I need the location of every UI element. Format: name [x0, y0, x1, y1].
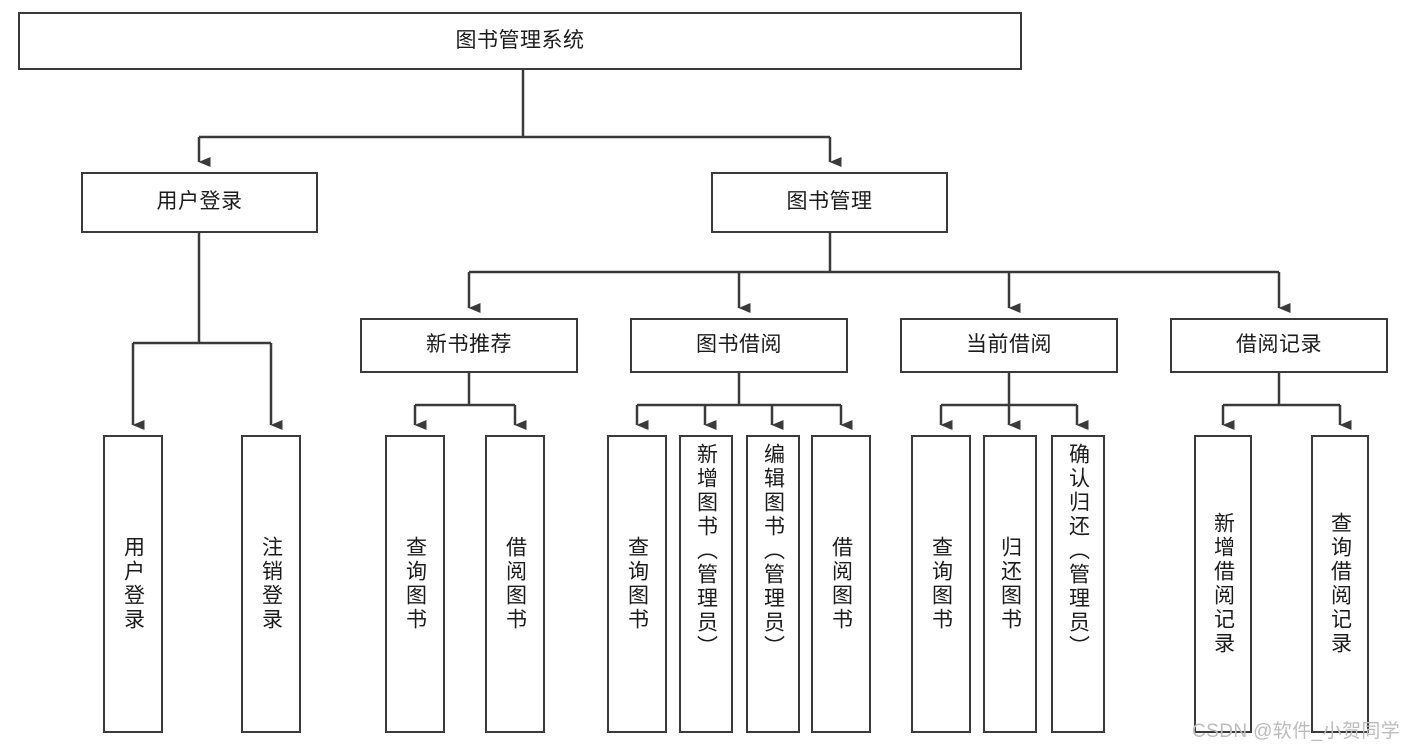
node-leaf-query-borrow-record[interactable]: 查询借阅记录 — [1311, 435, 1369, 733]
node-user-login-label: 用户登录 — [156, 190, 243, 214]
node-new-book-recommend[interactable]: 新书推荐 — [360, 318, 578, 373]
node-leaf-add-borrow-record[interactable]: 新增借阅记录 — [1194, 435, 1252, 733]
node-book-management-label: 图书管理 — [786, 190, 873, 214]
node-leaf-return-book-label: 归还图书 — [998, 536, 1022, 632]
node-leaf-borrow-book-1[interactable]: 借阅图书 — [485, 435, 545, 733]
node-leaf-query-book-2-label: 查询图书 — [625, 536, 649, 632]
node-leaf-return-book[interactable]: 归还图书 — [983, 435, 1037, 733]
node-leaf-user-login-label: 用户登录 — [121, 536, 145, 632]
node-leaf-query-book-2[interactable]: 查询图书 — [607, 435, 667, 733]
node-leaf-borrow-book-1-label: 借阅图书 — [503, 536, 527, 632]
node-leaf-confirm-return[interactable]: 确认归还（管理员） — [1051, 435, 1105, 733]
node-leaf-add-book[interactable]: 新增图书（管理员） — [679, 435, 733, 733]
node-current-borrow[interactable]: 当前借阅 — [900, 318, 1118, 373]
node-leaf-borrow-book-2[interactable]: 借阅图书 — [811, 435, 871, 733]
node-leaf-query-book-1-label: 查询图书 — [403, 536, 427, 632]
node-leaf-query-book-1[interactable]: 查询图书 — [385, 435, 445, 733]
node-borrow-record-label: 借阅记录 — [1236, 333, 1322, 357]
node-leaf-edit-book[interactable]: 编辑图书（管理员） — [746, 435, 800, 733]
node-leaf-borrow-book-2-label: 借阅图书 — [829, 536, 853, 632]
node-leaf-user-login[interactable]: 用户登录 — [103, 435, 163, 733]
node-leaf-query-book-3[interactable]: 查询图书 — [911, 435, 971, 733]
node-leaf-query-borrow-record-label: 查询借阅记录 — [1328, 512, 1352, 656]
node-leaf-add-book-label: 新增图书（管理员） — [694, 443, 718, 659]
node-leaf-logout[interactable]: 注销登录 — [241, 435, 301, 733]
node-leaf-query-book-3-label: 查询图书 — [929, 536, 953, 632]
node-borrow-record[interactable]: 借阅记录 — [1170, 318, 1388, 373]
node-new-book-recommend-label: 新书推荐 — [426, 333, 512, 357]
node-leaf-edit-book-label: 编辑图书（管理员） — [761, 443, 785, 659]
node-leaf-logout-label: 注销登录 — [259, 536, 283, 632]
node-current-borrow-label: 当前借阅 — [966, 333, 1052, 357]
node-leaf-confirm-return-label: 确认归还（管理员） — [1066, 443, 1090, 659]
node-book-borrow[interactable]: 图书借阅 — [630, 318, 848, 373]
node-user-login[interactable]: 用户登录 — [81, 172, 318, 233]
node-book-borrow-label: 图书借阅 — [696, 333, 782, 357]
node-root[interactable]: 图书管理系统 — [18, 12, 1022, 70]
node-root-label: 图书管理系统 — [455, 28, 585, 52]
node-book-management[interactable]: 图书管理 — [711, 172, 948, 233]
node-leaf-add-borrow-record-label: 新增借阅记录 — [1211, 512, 1235, 656]
